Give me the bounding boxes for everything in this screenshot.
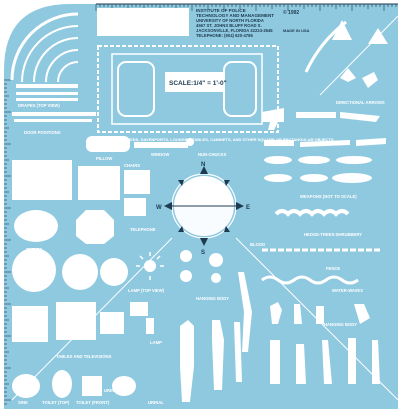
made-in-usa: MADE IN USA: [283, 28, 310, 33]
hanging-body-label-2: HANGING BODY: [324, 322, 357, 327]
toilet-front-label: TOILET (FRONT): [76, 400, 110, 405]
hanging-body-right: HANGING BODY: [270, 302, 380, 384]
body-figures: HANGING BODY: [180, 250, 252, 402]
chairs-label: CHAIRS: [124, 163, 140, 168]
drapes-label: DRAPES (TOP VIEW): [18, 103, 60, 108]
scale-label: SCALE:1/4" = 1'-0": [169, 80, 227, 87]
directional-arrows-label: DIRECTIONAL ARROWS: [336, 100, 385, 105]
top-ruler: [95, 3, 398, 11]
drape-arcs: DRAPES (TOP VIEW): [10, 12, 79, 108]
copyright: © 1992: [283, 9, 299, 16]
urinal-label: URINAL: [148, 400, 164, 405]
compass: N S E W: [156, 162, 250, 256]
rectangles-left: CHAIRS TELEPHONE: [12, 160, 156, 232]
compass-west: W: [156, 205, 162, 211]
toilet-top-label: TOILET (TOP): [42, 400, 70, 405]
pillow-label: PILLOW: [96, 156, 112, 161]
compass-east: E: [246, 205, 250, 211]
left-ruler: [4, 79, 11, 405]
bathroom-fixtures: SINK TOILET (TOP) TOILET (FRONT) URINAL …: [12, 370, 164, 405]
tables-shapes: TABLES: [12, 210, 128, 292]
urinal-top-label: URINAL (TOP): [104, 388, 133, 393]
header-line-5: JACKSONVILLE, FLORIDA 32224-2645: [196, 28, 273, 33]
vehicles-label: VEHICLES, BEDS, DAVENPORTS, LOUNGES, TAB…: [105, 137, 334, 142]
directional-arrows: DIRECTIONAL ARROWS: [304, 20, 388, 105]
tables-televisions: TABLES AND TELEVISIONS LAMP: [12, 302, 162, 359]
nunchucks-label: NUN-CHUCKS: [198, 152, 227, 157]
weapons-label: WEAPONS (NOT TO SCALE): [300, 194, 357, 199]
fence-label: FENCE: [326, 266, 340, 271]
window-label: WINDOW: [151, 152, 169, 157]
tables-tv-label: TABLES AND TELEVISIONS: [56, 354, 112, 359]
weapons: WEAPONS (NOT TO SCALE): [262, 108, 386, 199]
sink-label: SINK: [18, 400, 28, 405]
vehicle-outline: SCALE:1/4" = 1'-0" VEHICLES, BEDS, DAVEN…: [97, 45, 334, 142]
header-line-4: 4567 ST. JOHNS BLUFF ROAD S.: [196, 23, 262, 28]
pillow-window-row: PILLOW WINDOW NUN-CHUCKS: [86, 136, 227, 161]
hedge-label: HEDGE-TREES-SHRUBBERY: [304, 232, 362, 237]
door-positions-label: DOOR POSITIONS: [24, 130, 61, 135]
hanging-body-label: HANGING BODY: [196, 296, 229, 301]
header-line-3: UNIVERSITY OF NORTH FLORIDA: [196, 18, 264, 23]
lamp-top-label: LAMP (TOP VIEW): [128, 288, 165, 293]
institute-header: INSTITUTE OF POLICE TECHNOLOGY AND MANAG…: [196, 8, 310, 38]
header-line-6: TELEPHONE: (904) 620-4786: [196, 33, 253, 38]
header-line-1: INSTITUTE OF POLICE: [196, 8, 246, 13]
header-line-2: TECHNOLOGY AND MANAGEMENT: [196, 13, 274, 18]
compass-north: N: [201, 162, 205, 168]
lamp-top: LAMP (TOP VIEW): [128, 252, 165, 293]
compass-south: S: [201, 250, 205, 256]
label-blank-box: [97, 8, 189, 36]
telephone-label: TELEPHONE: [130, 227, 156, 232]
water-waves-label: WATER-WAVES: [332, 288, 363, 293]
lamp-label: LAMP: [150, 340, 162, 345]
door-positions: DOOR POSITIONS: [12, 112, 96, 135]
blood-label: BLOOD: [250, 242, 265, 247]
